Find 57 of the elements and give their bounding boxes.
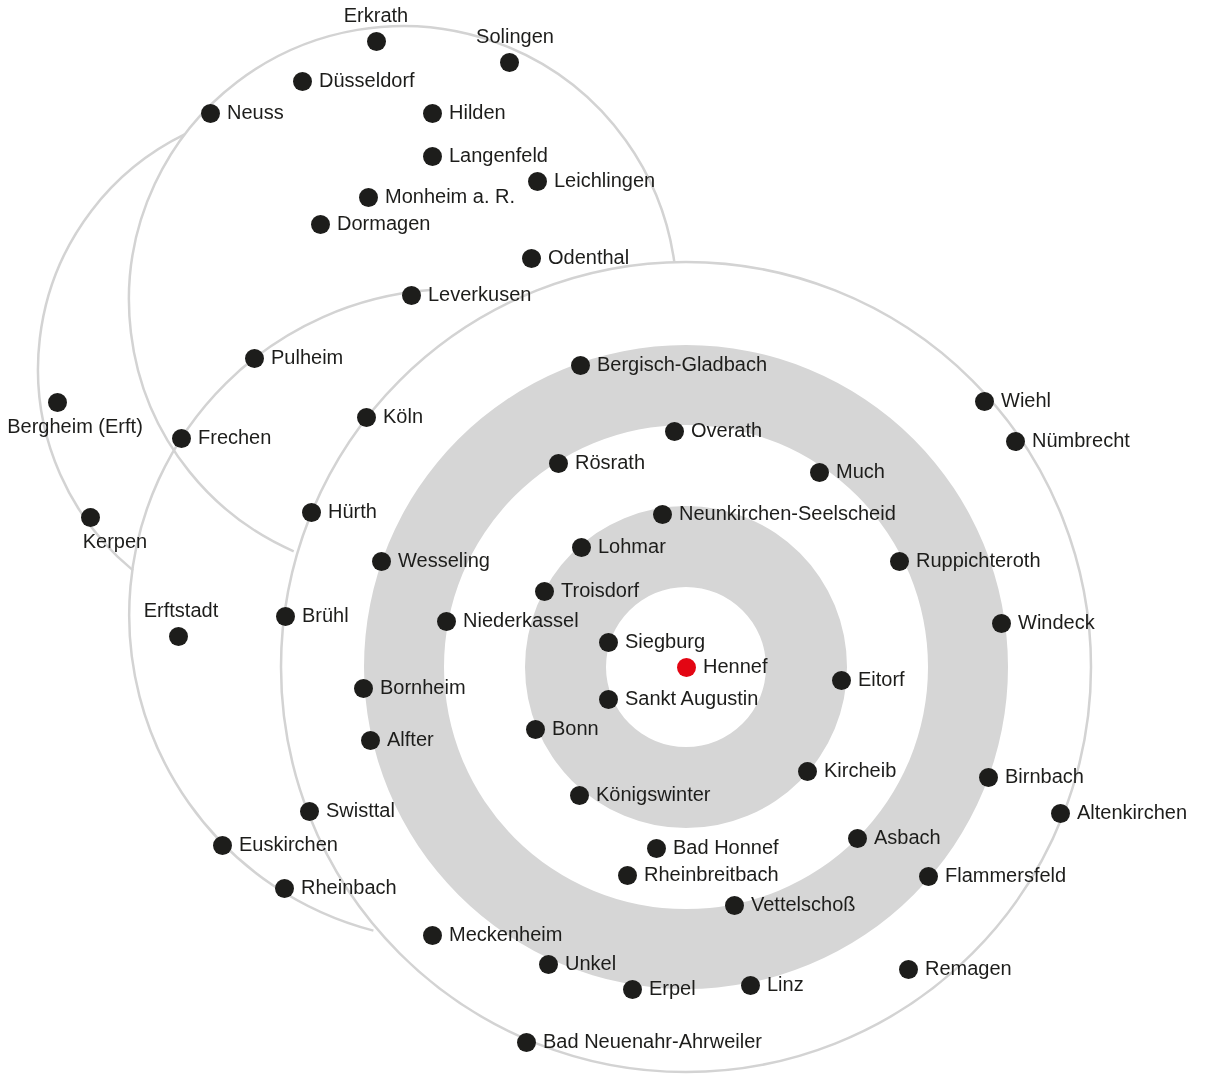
place-name: Rheinbreitbach — [644, 862, 779, 886]
place-name: Hennef — [703, 654, 768, 678]
place-name: Altenkirchen — [1077, 800, 1188, 824]
place-name: Wesseling — [398, 548, 490, 572]
place-name: Sankt Augustin — [625, 686, 759, 710]
place-name: Langenfeld — [449, 143, 548, 167]
place-name: Asbach — [874, 825, 941, 849]
place-name: Vettelschoß — [751, 892, 856, 916]
place-name: Hilden — [449, 100, 506, 124]
place-name: Neunkirchen-Seelscheid — [679, 501, 896, 525]
place-name: Odenthal — [548, 245, 630, 269]
place-name: Düsseldorf — [319, 68, 415, 92]
place-name: Bornheim — [380, 675, 466, 699]
place-name: Remagen — [925, 956, 1012, 980]
place-name: Troisdorf — [561, 578, 640, 602]
place-name: Siegburg — [625, 629, 706, 653]
place-name: Bergisch-Gladbach — [597, 352, 768, 376]
place-name: Niederkassel — [463, 608, 579, 632]
place-name: Bonn — [552, 716, 599, 740]
place-name: Pulheim — [271, 345, 344, 369]
place-name: Kerpen — [82, 529, 148, 553]
place-name: Leichlingen — [554, 168, 656, 192]
place-name: Ruppichteroth — [916, 548, 1041, 572]
place-name: Solingen — [476, 24, 554, 48]
place-name: Monheim a. R. — [385, 184, 516, 208]
place-name: Brühl — [302, 603, 349, 627]
place-name: Bergheim (Erft) — [7, 414, 143, 438]
place-name: Königswinter — [596, 782, 711, 806]
place-name: Flammersfeld — [945, 863, 1067, 887]
place-name: Erftstadt — [143, 598, 219, 622]
place-name: Lohmar — [598, 534, 666, 558]
place-name: Alfter — [387, 727, 434, 751]
place-name: Rösrath — [575, 450, 646, 474]
place-name: Bad Neuenahr-Ahrweiler — [543, 1029, 762, 1053]
place-name: Wiehl — [1001, 388, 1051, 412]
place-name: Köln — [383, 404, 424, 428]
place-name: Erkrath — [343, 3, 409, 27]
place-name: Dormagen — [337, 211, 431, 235]
place-name: Windeck — [1018, 610, 1095, 634]
place-name: Overath — [691, 418, 763, 442]
place-name: Much — [836, 459, 885, 483]
place-name: Hürth — [328, 499, 377, 523]
place-name: Eitorf — [858, 667, 905, 691]
place-name: Meckenheim — [449, 922, 563, 946]
place-name: Linz — [767, 972, 804, 996]
place-name: Bad Honnef — [673, 835, 779, 859]
place-name: Birnbach — [1005, 764, 1084, 788]
place-name: Kircheib — [824, 758, 897, 782]
place-name: Leverkusen — [428, 282, 532, 306]
place-name: Euskirchen — [239, 832, 338, 856]
place-name: Swisttal — [326, 798, 395, 822]
place-name: Nümbrecht — [1032, 428, 1130, 452]
place-name: Rheinbach — [301, 875, 397, 899]
place-name: Frechen — [198, 425, 272, 449]
place-name: Unkel — [565, 951, 617, 975]
place-name: Neuss — [227, 100, 284, 124]
place-name: Erpel — [649, 976, 696, 1000]
